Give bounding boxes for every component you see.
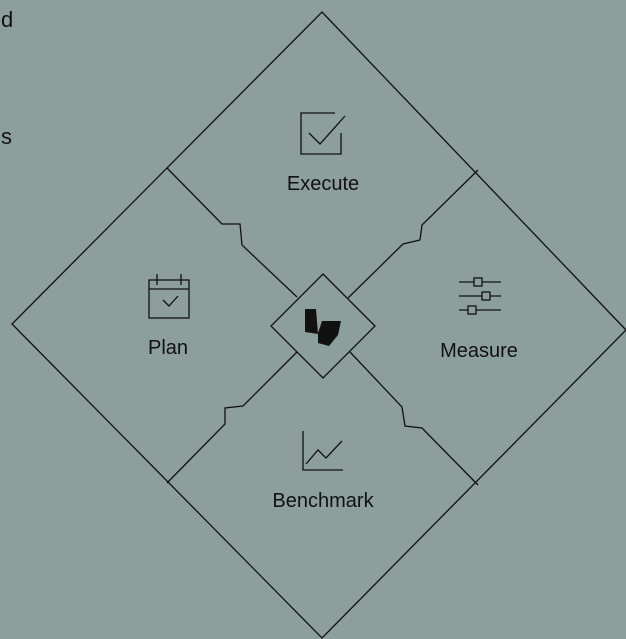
line-chart-icon — [302, 431, 343, 471]
sliders-icon — [459, 277, 501, 315]
plan-label: Plan — [147, 337, 189, 359]
checkbox-icon — [300, 112, 346, 155]
benchmark-label: Benchmark — [272, 490, 374, 512]
brand-logo-icon — [305, 309, 341, 346]
outer-diamond — [11, 11, 626, 639]
execute-label: Execute — [286, 173, 360, 195]
edge-text-top: d — [1, 7, 14, 32]
divider-bottom-left — [166, 351, 298, 484]
calendar-check-icon — [148, 274, 190, 319]
measure-label: Measure — [440, 340, 518, 362]
divider-top-right — [347, 169, 479, 299]
center-diamond — [270, 273, 376, 379]
edge-text-middle: s — [1, 124, 12, 149]
divider-bottom-right — [349, 351, 479, 486]
divider-top-left — [166, 167, 298, 298]
